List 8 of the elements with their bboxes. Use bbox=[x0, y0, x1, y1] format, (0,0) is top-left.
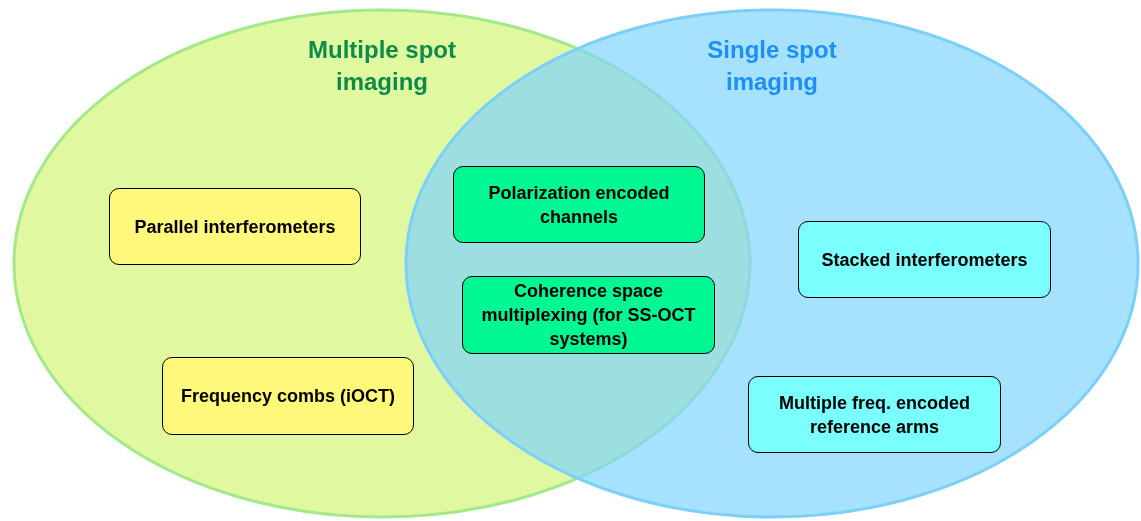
rounded-box: Multiple freq. encoded reference arms bbox=[748, 376, 1001, 453]
rounded-box: Coherence space multiplexing (for SS-OCT systems) bbox=[462, 276, 715, 354]
rounded-box: Frequency combs (iOCT) bbox=[162, 357, 414, 435]
rounded-box: Polarization encoded channels bbox=[453, 166, 705, 243]
rounded-box: Parallel interferometers bbox=[109, 188, 361, 265]
set-heading: Multiple spot imaging bbox=[307, 35, 457, 97]
rounded-box: Stacked interferometers bbox=[798, 221, 1051, 298]
set-heading: Single spot imaging bbox=[706, 35, 838, 97]
